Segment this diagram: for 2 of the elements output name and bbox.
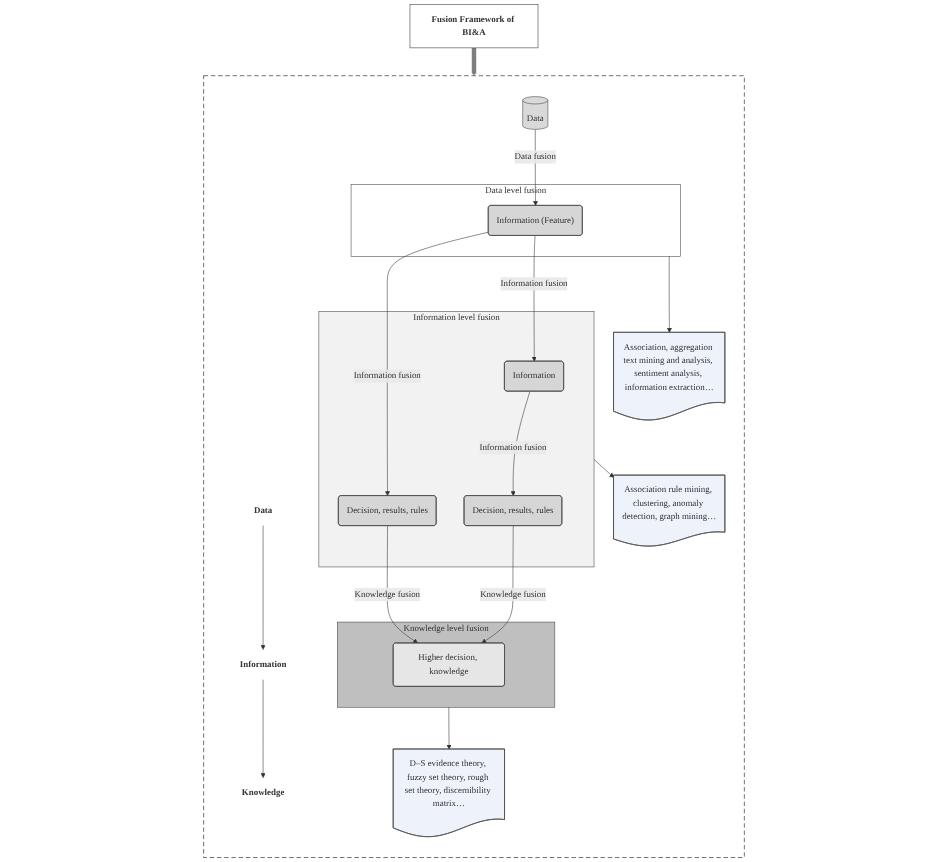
arrow — [471, 47, 477, 76]
cluster — [203, 75, 745, 858]
